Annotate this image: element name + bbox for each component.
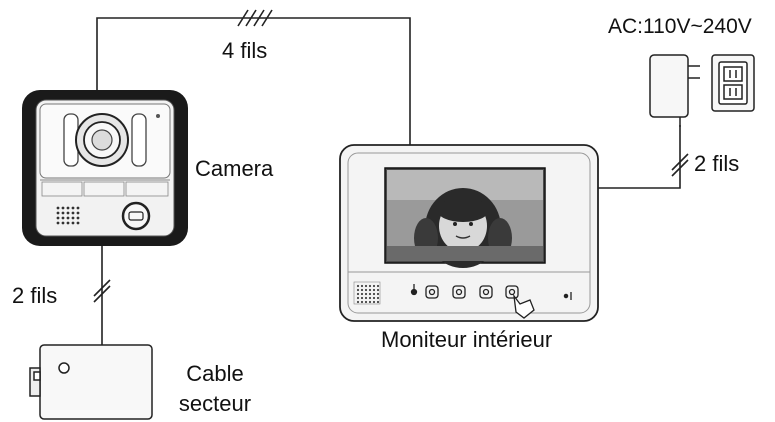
- box-screw-icon: [58, 362, 70, 374]
- secteur-box: [29, 344, 153, 420]
- camera-label: Camera: [195, 156, 274, 181]
- monitor-buttons: [410, 284, 572, 319]
- camera-box-slashes: [93, 279, 111, 303]
- pointing-hand-icon: [513, 293, 535, 319]
- screen-image-child: [387, 170, 543, 268]
- wiring: [96, 17, 681, 352]
- power-supply-label: AC:110V~240V: [608, 15, 752, 38]
- camera-box-wires-label: 2 fils: [12, 283, 58, 308]
- call-button-icon: [121, 201, 151, 231]
- power-slashes: [671, 153, 689, 177]
- monitor-speaker-grill: [353, 281, 381, 305]
- monitor-mic-icon: [563, 292, 572, 300]
- four-wire-label: 4 fils: [222, 38, 268, 63]
- power-adapter: [649, 54, 700, 127]
- monitor-button-1-icon: [425, 285, 439, 299]
- indoor-monitor: [339, 144, 599, 322]
- four-wire-cable: [96, 17, 411, 150]
- monitor-button-2-icon: [452, 285, 466, 299]
- monitor-button-4-icon: [505, 285, 519, 299]
- box-label-line1: Cable: [186, 361, 244, 386]
- wall-socket: [711, 54, 755, 112]
- four-wire-slashes: [237, 9, 273, 27]
- camera-unit: [22, 90, 188, 246]
- monitor-led-icon: [410, 284, 418, 296]
- power-cable: [598, 125, 681, 189]
- box-label-line2: secteur: [178, 391, 252, 416]
- monitor-button-3-icon: [479, 285, 493, 299]
- wire-slash-marks: [93, 9, 689, 303]
- monitor-power-wires-label: 2 fils: [694, 151, 740, 176]
- camera-speaker-grill: [56, 206, 80, 225]
- indoor-monitor-label: Moniteur intérieur: [381, 327, 553, 352]
